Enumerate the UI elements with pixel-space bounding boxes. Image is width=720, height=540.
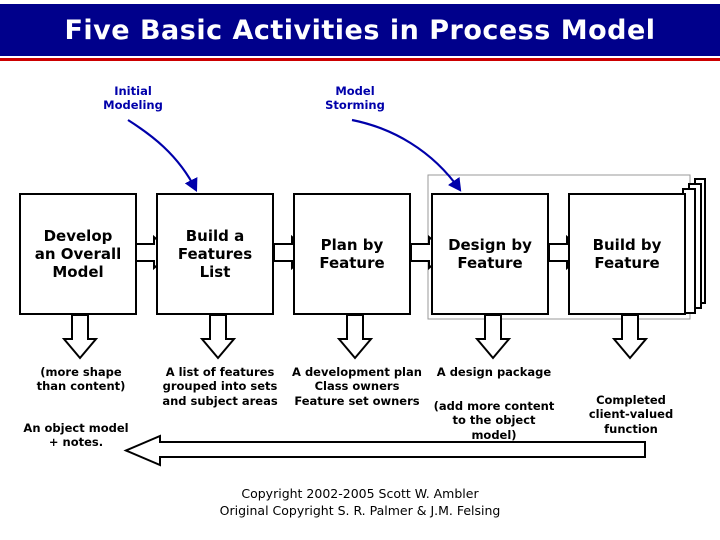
output-develop-overall-model: (more shape than content) [20,365,142,394]
output-label: A list of features grouped into sets and… [162,365,278,408]
output-arrows-vertical [61,314,649,360]
activity-label: Design by Feature [448,235,532,272]
copyright-line-2: Original Copyright S. R. Palmer & J.M. F… [219,502,501,518]
activity-plan-by-feature[interactable]: Plan by Feature [293,193,411,315]
activity-design-by-feature[interactable]: Design by Feature [431,193,549,315]
activity-build-by-feature[interactable]: Build by Feature [568,193,686,315]
activity-label: Develop an Overall Model [34,226,122,282]
copyright-line-1: Copyright 2002-2005 Scott W. Ambler [241,486,479,501]
output-design-by-feature-note: (add more content to the object model) [426,399,562,442]
feedback-label-text: An object model + notes. [23,421,129,450]
output-label: A development plan Class owners Feature … [292,365,422,408]
title-underline-rule [0,58,720,61]
annotation-model-storming: Model Storming [300,84,410,113]
activity-develop-overall-model[interactable]: Develop an Overall Model [19,193,137,315]
activity-label: Build a Features List [177,226,253,282]
activity-label: Build by Feature [592,235,662,272]
annotation-initial-modeling: Initial Modeling [78,84,188,113]
slide-title-banner: Five Basic Activities in Process Model [0,4,720,56]
model-storming-curve [351,118,462,192]
output-label: (more shape than content) [36,365,126,394]
output-build-features-list: A list of features grouped into sets and… [154,365,286,408]
output-plan-by-feature: A development plan Class owners Feature … [287,365,427,408]
feedback-label: An object model + notes. [14,421,138,450]
output-build-by-feature: Completed client-valued function [566,393,696,436]
output-design-by-feature: A design package [426,365,562,379]
activity-label: Plan by Feature [319,235,385,272]
activity-build-features-list[interactable]: Build a Features List [156,193,274,315]
output-label: (add more content to the object model) [433,399,555,442]
initial-modeling-curve [127,119,198,192]
output-label: Completed client-valued function [588,393,674,436]
output-label: A design package [436,365,552,379]
annotation-label: Initial Modeling [103,84,163,113]
feedback-arrow [123,434,646,467]
copyright-block: Copyright 2002-2005 Scott W. Ambler Orig… [0,486,720,520]
process-model-diagram: Develop an Overall Model Build a Feature… [0,62,720,540]
annotation-label: Model Storming [325,84,385,113]
page-title: Five Basic Activities in Process Model [64,14,656,46]
